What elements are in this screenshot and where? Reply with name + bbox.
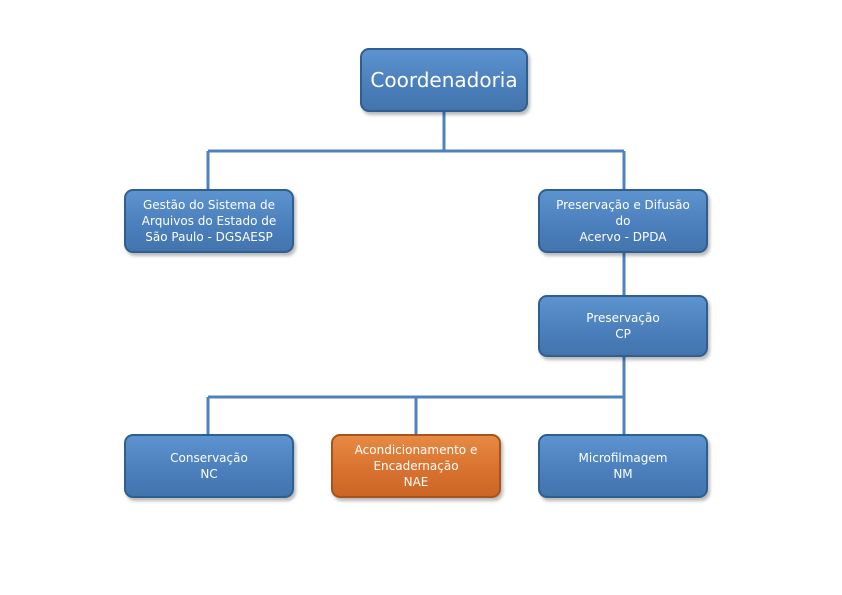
node-nae-line-2: Encadernação (373, 459, 459, 473)
node-nc-line-1: Conservação (170, 451, 248, 465)
node-coordenadoria: Coordenadoria (360, 48, 528, 112)
node-nm: Microfilmagem NM (538, 434, 708, 498)
node-nm-line-2: NM (613, 467, 633, 481)
node-nae: Acondicionamento e Encadernação NAE (331, 434, 501, 498)
node-cp-line-1: Preservação (586, 311, 660, 325)
connector-cp-to-units (206, 357, 626, 434)
node-nm-line-1: Microfilmagem (578, 451, 668, 465)
node-nae-line-3: NAE (403, 475, 429, 489)
node-dgsaesp-line-1: Gestão do Sistema de (142, 198, 276, 212)
node-dpda: Preservação e Difusão do Acervo - DPDA (538, 189, 708, 253)
node-cp: Preservação CP (538, 295, 708, 357)
node-nae-line-1: Acondicionamento e (354, 443, 478, 457)
node-dpda-line-2: Acervo - DPDA (579, 230, 667, 244)
node-dgsaesp-line-2: Arquivos do Estado de (141, 214, 277, 228)
node-coordenadoria-label: Coordenadoria (370, 68, 518, 92)
node-dgsaesp-line-3: São Paulo - DGSAESP (145, 230, 273, 244)
node-nc-line-2: NC (200, 467, 218, 481)
node-dgsaesp: Gestão do Sistema de Arquivos do Estado … (124, 189, 294, 253)
node-cp-line-2: CP (615, 327, 631, 341)
node-dpda-line-1: Preservação e Difusão do (556, 198, 690, 228)
node-nc: Conservação NC (124, 434, 294, 498)
connector-root-to-children (206, 112, 626, 189)
